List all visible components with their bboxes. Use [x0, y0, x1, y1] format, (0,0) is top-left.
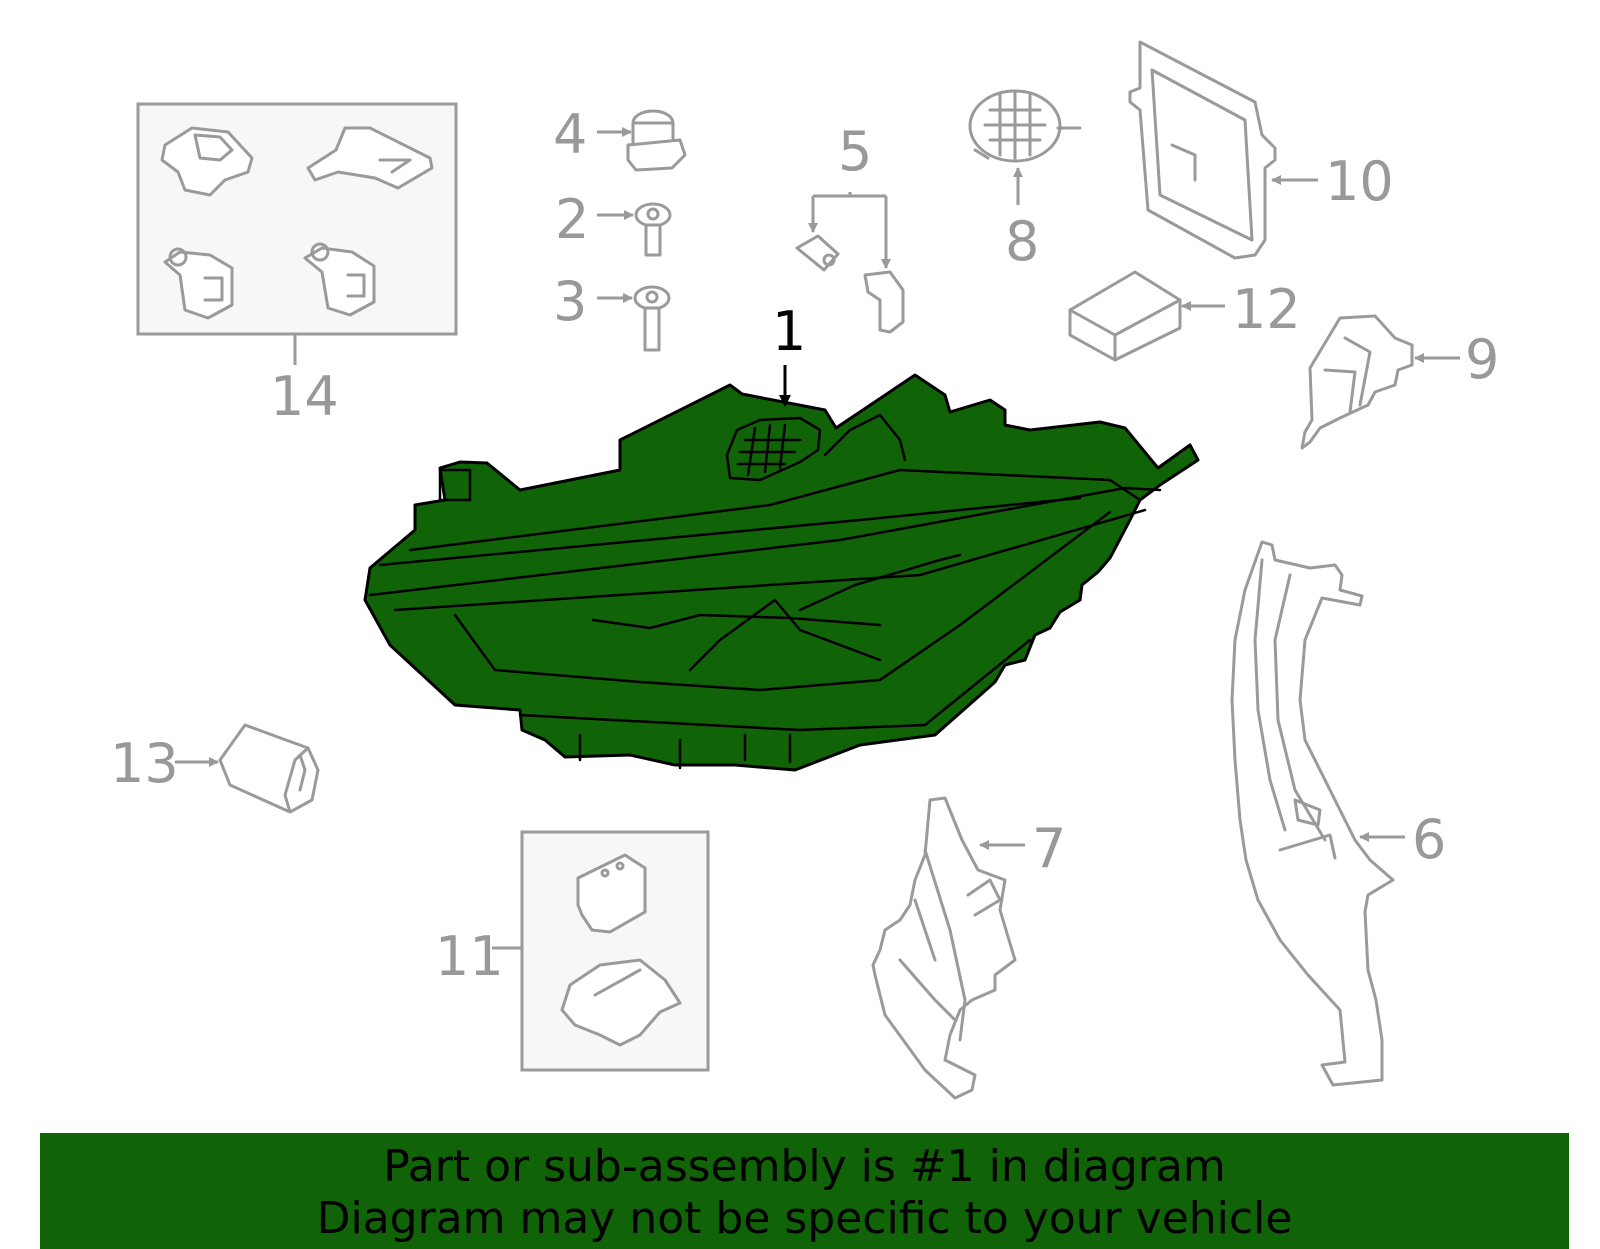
- part-14-kit-box[interactable]: [136, 102, 458, 365]
- callout-4: 4: [553, 103, 587, 166]
- part-7-deflector[interactable]: [871, 796, 1025, 1100]
- banner-line-1: Part or sub-assembly is #1 in diagram: [383, 1141, 1226, 1192]
- part-11-kit-box[interactable]: [492, 830, 710, 1072]
- callout-12: 12: [1232, 278, 1301, 341]
- part-9-bracket[interactable]: [1300, 314, 1460, 450]
- part-10-control-module[interactable]: [1128, 40, 1318, 260]
- part-2-bolt[interactable]: [597, 202, 672, 257]
- callout-2: 2: [555, 188, 589, 251]
- callout-6: 6: [1412, 808, 1446, 871]
- callout-7: 7: [1032, 817, 1066, 880]
- part-5-bulbs[interactable]: [795, 192, 905, 334]
- callout-1: 1: [772, 300, 806, 363]
- part-13-cap[interactable]: [175, 723, 320, 814]
- callout-9: 9: [1465, 328, 1499, 391]
- callout-13: 13: [110, 732, 179, 795]
- callout-8: 8: [1005, 210, 1039, 273]
- callout-14: 14: [270, 365, 339, 428]
- part-6-air-duct[interactable]: [1230, 540, 1405, 1087]
- part-1-headlamp-assembly[interactable]: [363, 365, 1200, 772]
- callout-5: 5: [838, 120, 872, 183]
- part-8-cap[interactable]: [968, 89, 1082, 205]
- callout-10: 10: [1325, 150, 1394, 213]
- info-banner: Part or sub-assembly is #1 in diagram Di…: [40, 1133, 1569, 1249]
- banner-line-2: Diagram may not be specific to your vehi…: [316, 1193, 1293, 1244]
- callout-3: 3: [553, 270, 587, 333]
- part-4-grommet[interactable]: [597, 109, 687, 172]
- part-3-screw[interactable]: [597, 285, 671, 352]
- part-12-module-block[interactable]: [1068, 270, 1225, 362]
- callout-11: 11: [435, 925, 504, 988]
